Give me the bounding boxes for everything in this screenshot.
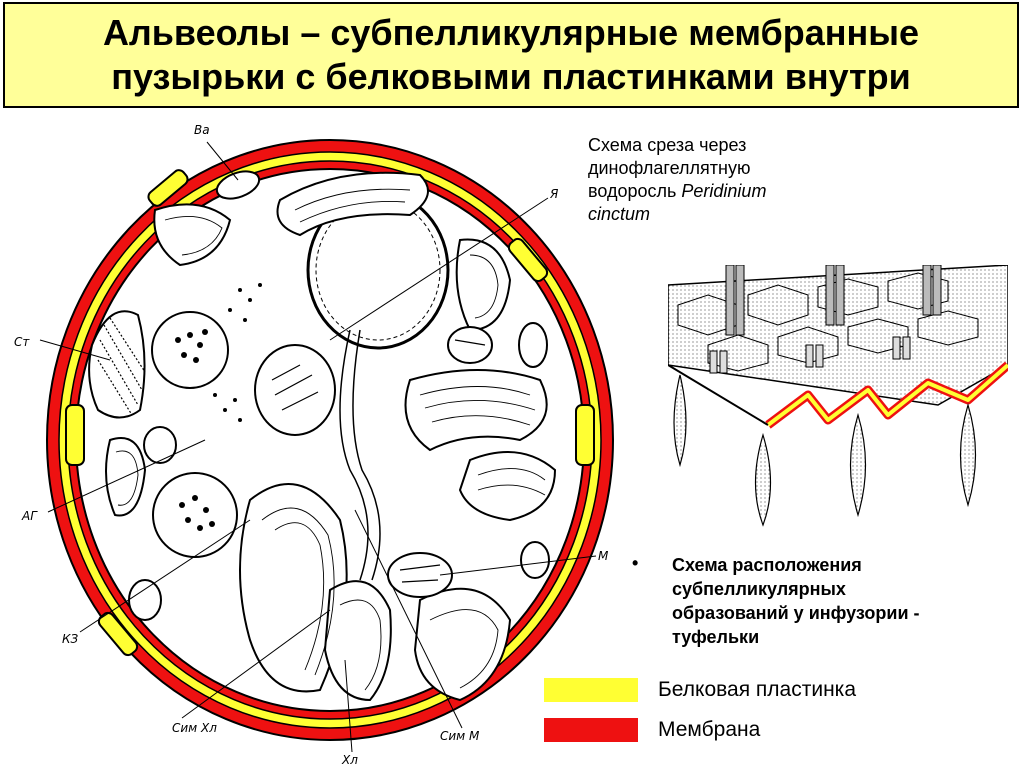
paramecium-caption-line-3: образований у инфузории - [672,603,920,623]
chromoplast [88,310,146,419]
trichocyst [849,412,867,518]
leader-ba [206,141,239,181]
alveolus [215,170,261,200]
cytoplasm-track [339,329,369,581]
vacuole [152,472,238,558]
bullet-marker: • [632,553,639,573]
basal-body [902,336,911,360]
title-line-2: пузырьки с белковыми пластинками внутри [111,56,911,97]
mitochondrion [143,426,177,464]
label-ya: Я [549,187,559,201]
leader-hl [344,659,353,753]
leader-sim-hl [181,609,331,719]
label-hl: Хл [341,753,358,767]
alveolus-protein-plate [766,363,1008,427]
cell-caption-species-name: cinctum [588,204,651,224]
mitochondrion [447,326,493,364]
leader-m [439,555,597,576]
plate-suture [507,237,549,283]
paramecium-caption-line-1: Схема расположения [672,555,862,575]
cell-caption: Схема среза через динофлагеллятную водор… [588,134,828,226]
paramecium-pellicle-diagram [668,265,1008,527]
plate-suture [65,404,85,466]
chloroplast [153,203,232,267]
cell-caption-line-1: Схема среза через [588,135,747,155]
leader-ag [47,439,206,513]
cytoplasm-track [352,329,381,581]
leader-st [39,339,111,361]
label-m: М [598,549,609,563]
paramecium-caption-line-4: туфельки [672,627,760,647]
trichocyst [673,374,687,468]
trichocyst [959,402,977,508]
label-ba: Ва [194,123,210,137]
legend-label-protein-plate: Белковая пластинка [658,678,857,701]
cell-caption-species-genus: Peridinium [681,181,767,201]
label-kz: КЗ [62,632,79,646]
leader-sim-m [354,509,463,729]
legend-item-protein-plate: Белковая пластинка [544,678,856,702]
legend-swatch-red [544,718,638,742]
trichocyst [754,432,772,527]
leader-ya [329,197,549,341]
cilium [825,265,835,326]
legend-label-membrane: Мембрана [658,718,761,741]
plate-suture [97,611,139,657]
cilium [735,265,745,336]
label-sim-hl: Сим Хл [172,721,217,735]
paramecium-caption: Схема расположения субпелликулярных обра… [672,553,1002,649]
cilium [835,265,845,326]
basal-body [815,344,824,368]
alveolus [128,579,162,621]
mitochondrion [387,552,453,598]
label-ag: АГ [21,509,38,523]
basal-body [892,336,901,360]
pellicle-edge [668,364,769,426]
basal-body [805,344,814,368]
cell-caption-line-3: водоросль [588,181,682,201]
alveolus [520,541,550,579]
legend-item-membrane: Мембрана [544,718,760,742]
cell-caption-line-2: динофлагеллятную [588,158,751,178]
cilium [922,265,932,316]
alveolus [518,322,548,368]
cell-section-diagram: Ва Я Ст АГ М КЗ Сим Хл Хл Сим М [14,123,614,767]
legend-swatch-yellow [544,678,638,702]
cilium [932,265,942,316]
title-box: Альвеолы – субпелликулярные мембранные п… [3,2,1019,108]
cilium [725,265,735,336]
basal-body [709,350,718,374]
paramecium-caption-line-2: субпелликулярных [672,579,846,599]
chloroplast [276,171,429,237]
plate-suture [147,169,189,207]
plate-suture [575,404,595,466]
chloroplast [455,238,512,332]
chloroplast [239,483,348,693]
title-line-1: Альвеолы – субпелликулярные мембранные [102,12,920,53]
label-sim-m: Сим М [440,729,480,743]
chloroplast [404,369,548,452]
chloroplast [458,451,557,522]
chloroplast [413,587,512,702]
vacuole [151,311,229,389]
leader-kz [79,519,251,633]
basal-body [719,350,728,374]
label-st: Ст [14,335,30,349]
chloroplast [323,580,392,702]
mitochondrion [254,344,336,436]
